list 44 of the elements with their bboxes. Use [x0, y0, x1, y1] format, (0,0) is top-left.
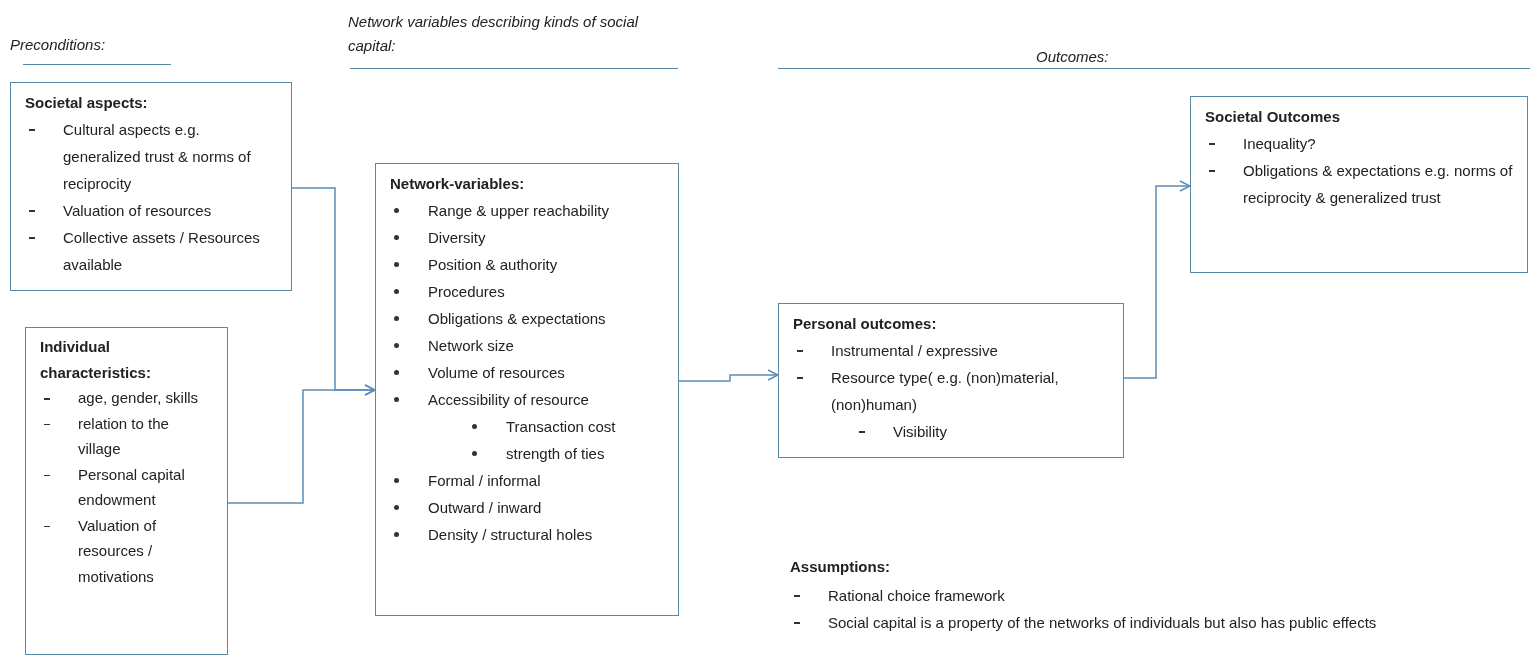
list-item: Density / structural holes [428, 525, 593, 545]
list-item: Network size [428, 336, 514, 356]
text-box [25, 327, 228, 655]
list-item: Accessibility of resource [428, 390, 589, 410]
assumption-item: Social capital is a property of the networks of individuals but also has public effects [828, 613, 1377, 633]
text-box [1190, 96, 1528, 273]
box-heading: Societal Outcomes [1205, 107, 1342, 127]
list-item: Valuation of resources [63, 201, 212, 221]
list-item: Obligations & expectations e.g. norms of reciprocity & generalized trust [1243, 161, 1513, 208]
text-box [778, 303, 1124, 458]
list-item: Personal capital endowment [78, 464, 186, 510]
box-heading: Network-variables: [390, 174, 526, 194]
list-item: Outward / inward [428, 498, 542, 518]
list-item: Procedures [428, 282, 505, 302]
list-item: Transaction cost [506, 417, 616, 437]
section-heading: Preconditions: [10, 35, 107, 55]
list-item: Instrumental / expressive [831, 341, 998, 361]
list-item: Diversity [428, 228, 486, 248]
box-heading: Individual characteristics: [40, 337, 152, 383]
list-item: age, gender, skills [78, 388, 199, 408]
list-item: strength of ties [506, 444, 605, 464]
text-box [10, 82, 292, 291]
list-item: Valuation of resources / motivations [78, 515, 158, 587]
section-heading: Outcomes: [1036, 47, 1110, 67]
list-item: Formal / informal [428, 471, 541, 491]
list-item: Inequality? [1243, 134, 1316, 154]
list-item: Cultural aspects e.g. generalized trust & norms of reciprocity [63, 120, 252, 194]
section-heading: Network variables describing kinds of social capital: [348, 12, 640, 56]
box-heading: Personal outcomes: [793, 314, 938, 334]
assumption-item: Rational choice framework [828, 586, 1005, 606]
list-item: Visibility [893, 422, 947, 442]
box-heading: Societal aspects: [25, 93, 149, 113]
list-item: Position & authority [428, 255, 558, 275]
list-item: Collective assets / Resources available [63, 228, 261, 275]
list-item: Range & upper reachability [428, 201, 609, 221]
list-item: Obligations & expectations [428, 309, 606, 329]
list-item: relation to the village [78, 413, 170, 459]
connector-arrow [678, 369, 779, 382]
list-item: Resource type( e.g. (non)material, (non)human) [831, 368, 1060, 415]
connector-arrow [227, 384, 376, 504]
list-item: Volume of resources [428, 363, 565, 383]
text-box [375, 163, 679, 616]
section-heading: Assumptions: [790, 557, 891, 577]
connector-arrow [1123, 180, 1191, 379]
